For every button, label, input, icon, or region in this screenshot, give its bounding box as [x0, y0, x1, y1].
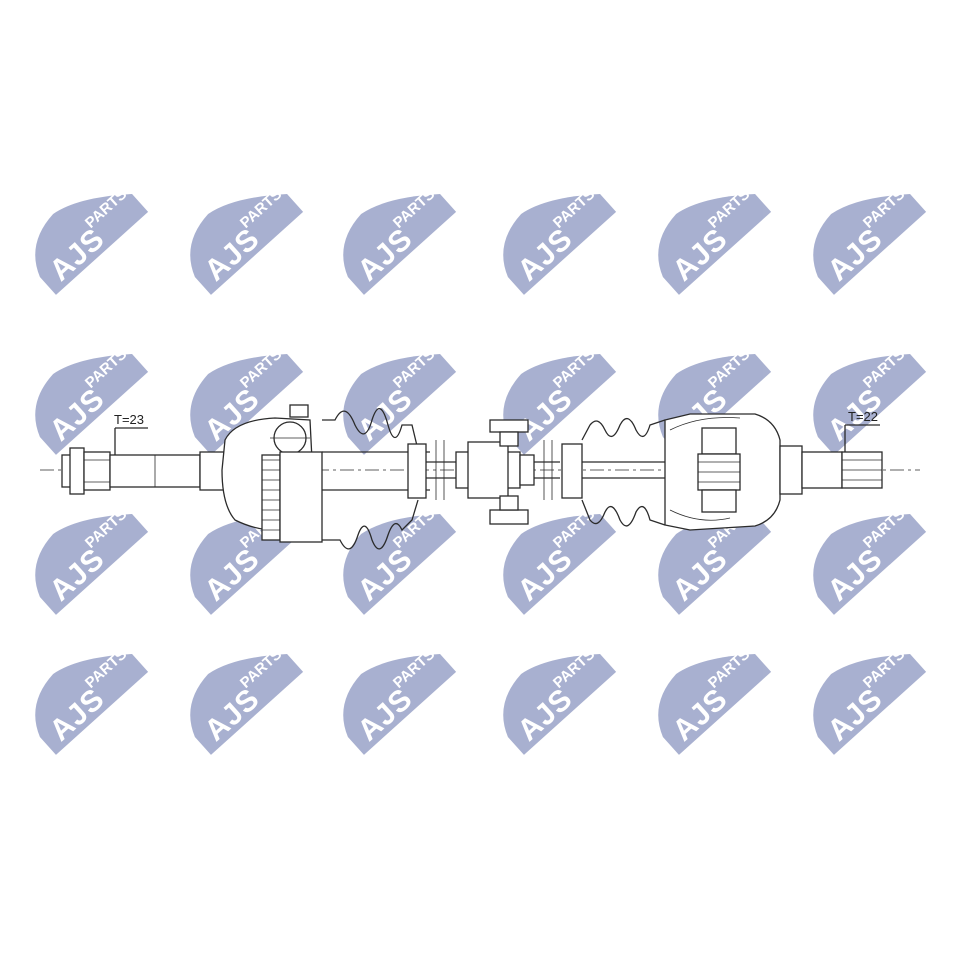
right-stub-shaft — [779, 424, 883, 495]
left-spline-label: T=23 — [114, 412, 144, 427]
outer-cv-joint — [221, 404, 323, 543]
left-stub-shaft — [61, 427, 226, 495]
intermediate-shaft — [426, 440, 560, 500]
outer-boot — [322, 408, 430, 550]
support-bearing — [489, 419, 553, 525]
right-spline-label: T=22 — [848, 409, 878, 424]
inner-tripod-joint — [664, 413, 781, 531]
